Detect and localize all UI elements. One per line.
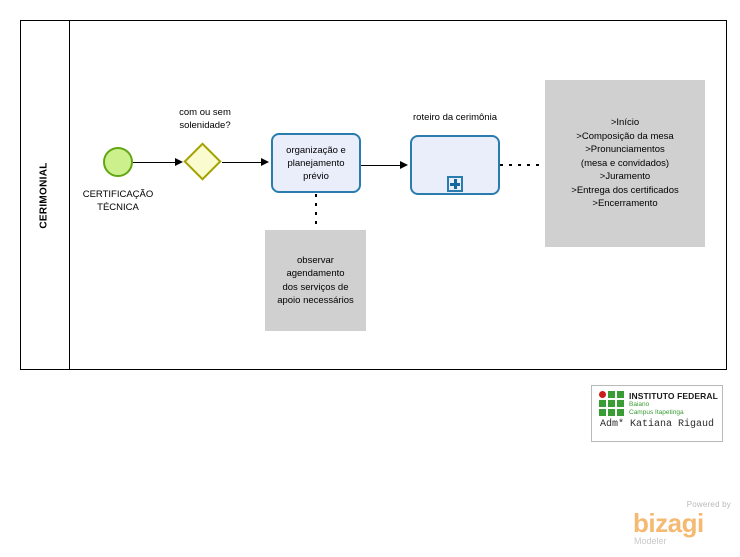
arrowhead-icon [175, 157, 183, 166]
exclusive-gateway[interactable] [183, 142, 222, 181]
annotation-text: observar agendamento dos serviços de apo… [277, 254, 354, 307]
bizagi-watermark: Powered by bizagi Modeler [633, 500, 733, 548]
annotation-observar-agendamento: observar agendamento dos serviços de apo… [265, 230, 366, 331]
start-event-icon[interactable] [103, 147, 133, 177]
lane-header-cerimonial: CERIMONIAL [20, 20, 70, 370]
grid-cell [608, 391, 615, 398]
institute-subtitle-1: Baiano [629, 401, 650, 408]
powered-by-label: Powered by [686, 500, 731, 509]
lane-label: CERIMONIAL [39, 161, 50, 229]
grid-cell [617, 409, 624, 416]
association-task1-to-annotation [315, 194, 317, 231]
institute-subtitle-2: Campus Itapetinga [629, 409, 684, 416]
instituto-federal-logo-box: INSTITUTO FEDERAL Baiano Campus Itapetin… [591, 385, 723, 442]
association-task2-to-annotation [500, 164, 546, 166]
institute-person-name: Adm* Katiana Rigaud [599, 419, 715, 430]
grid-cell [599, 409, 606, 416]
collapsed-subprocess-plus-icon[interactable] [447, 176, 463, 192]
gateway-label: com ou sem solenidade? [179, 107, 231, 131]
sequence-flow-start-to-gateway [133, 162, 177, 163]
grid-cell [617, 400, 624, 407]
task-label: organização e planejamento prévio [286, 144, 346, 182]
sequence-flow-gateway-to-task1 [222, 162, 263, 163]
task-organizacao-planejamento[interactable]: organização e planejamento prévio [271, 133, 361, 193]
grid-cell [608, 400, 615, 407]
grid-cell [617, 391, 624, 398]
institute-title: INSTITUTO FEDERAL [629, 391, 718, 401]
start-event-label: CERTIFICAÇÃO TÉCNICA [82, 189, 154, 213]
bizagi-wordmark: bizagi [633, 508, 704, 538]
annotation-text: >Início >Composição da mesa >Pronunciame… [571, 117, 679, 210]
grid-cell [599, 400, 606, 407]
annotation-roteiro-items: >Início >Composição da mesa >Pronunciame… [545, 80, 705, 247]
instituto-federal-grid-icon [599, 391, 624, 416]
arrowhead-icon [261, 157, 269, 166]
bizagi-product-label: Modeler [634, 536, 667, 546]
gateway-diamond-icon [183, 142, 222, 181]
instituto-federal-wordmark: INSTITUTO FEDERAL Baiano Campus Itapetin… [629, 391, 718, 417]
grid-cell [608, 409, 615, 416]
plus-vertical-bar [453, 179, 457, 189]
task-roteiro-label: roteiro da cerimônia [413, 112, 497, 123]
arrowhead-icon [400, 160, 408, 169]
sequence-flow-task1-to-task2 [361, 165, 402, 166]
grid-cell-red-dot [599, 391, 606, 398]
